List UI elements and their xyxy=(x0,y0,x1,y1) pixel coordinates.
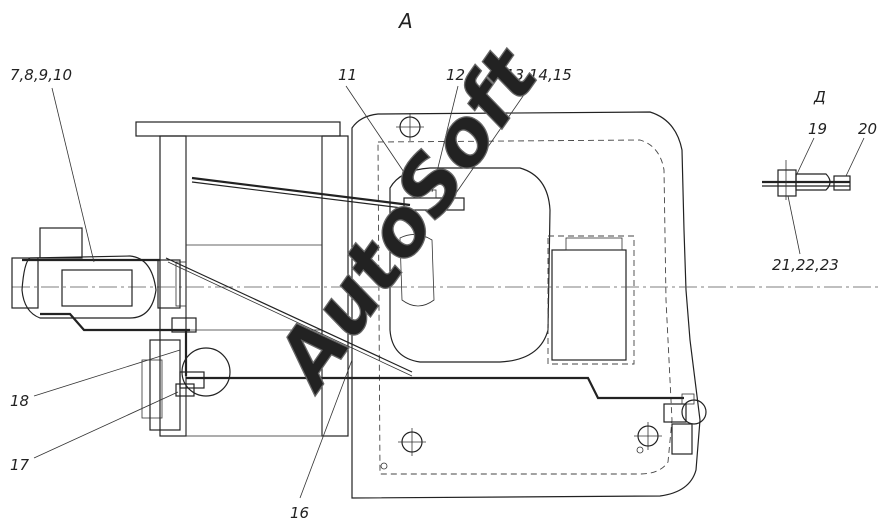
callout-18: 18 xyxy=(10,392,29,410)
callout-21-23: 21,22,23 xyxy=(772,256,839,274)
bolt-top xyxy=(396,113,424,141)
callout-12: 12 xyxy=(446,66,465,84)
callout-17: 17 xyxy=(10,456,30,474)
motor-unit xyxy=(11,227,187,319)
callout-19: 19 xyxy=(808,120,827,138)
callout-11: 11 xyxy=(338,66,357,84)
linkages xyxy=(22,176,684,400)
housing-outline xyxy=(351,111,701,499)
detail-label: Д xyxy=(813,88,826,106)
bottom-right-mechanism xyxy=(663,393,707,455)
callout-16: 16 xyxy=(290,504,309,522)
bolt-bottom-left xyxy=(398,428,426,456)
callout-7-10: 7,8,9,10 xyxy=(10,66,72,84)
bolt-bottom-right xyxy=(634,422,662,450)
detail-d-drawing xyxy=(762,160,851,200)
right-panel xyxy=(547,235,635,365)
callout-20: 20 xyxy=(858,120,877,138)
watermark: AutoSoft xyxy=(256,31,557,407)
leader-lines xyxy=(33,85,865,499)
view-label: А xyxy=(397,9,413,33)
callout-13-15: 13,14,15 xyxy=(505,66,572,84)
